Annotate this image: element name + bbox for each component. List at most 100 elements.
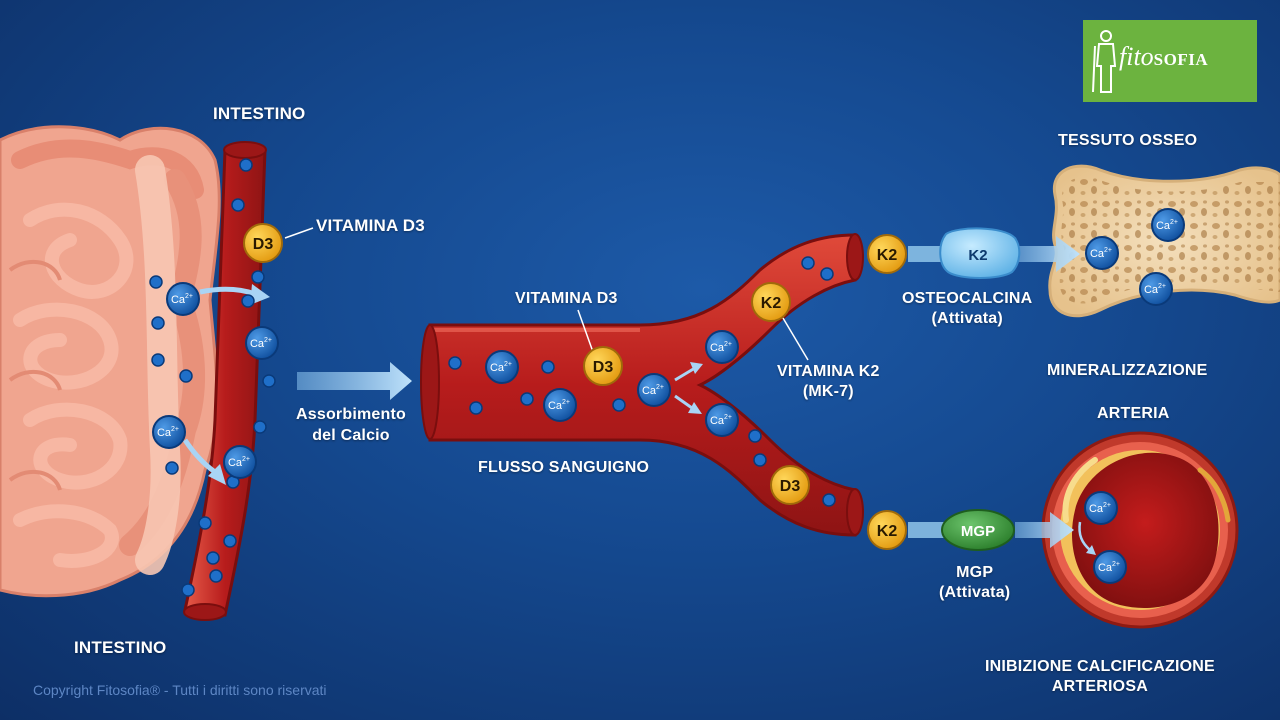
mgp-badge-label: MGP bbox=[961, 523, 995, 540]
calcium-ion-charge: 2+ bbox=[1170, 219, 1178, 226]
vitamin-d3-label: D3 bbox=[780, 478, 801, 495]
calcium-particle bbox=[541, 360, 555, 374]
calcium-particle bbox=[198, 516, 212, 530]
calcium-particle bbox=[206, 551, 220, 565]
calcium-ion-icon: Ca2+ bbox=[166, 282, 200, 316]
vitamin-k2-icon: K2 bbox=[867, 510, 907, 550]
label-mgp-line2: (Attivata) bbox=[939, 584, 1011, 601]
calcium-particle bbox=[165, 461, 179, 475]
calcium-ion-icon: Ca2+ bbox=[152, 415, 186, 449]
calcium-particle bbox=[209, 569, 223, 583]
calcium-ion-charge: 2+ bbox=[242, 456, 250, 463]
calcium-ion-charge: 2+ bbox=[724, 341, 732, 348]
calcium-particle bbox=[748, 429, 762, 443]
vitamin-d3-icon: D3 bbox=[243, 223, 283, 263]
calcium-particle bbox=[262, 374, 276, 388]
vitamin-d3-icon: D3 bbox=[583, 346, 623, 386]
label-mgp-line1: MGP bbox=[956, 564, 994, 581]
calcium-particle bbox=[253, 420, 267, 434]
label-osteocalcina-line1: OSTEOCALCINA bbox=[902, 290, 1033, 307]
label-vitamina-k2: VITAMINA K2 (MK-7) bbox=[777, 362, 880, 402]
fitosofia-logo: fitoSOFIA bbox=[1083, 20, 1257, 102]
calcium-ion-icon: Ca2+ bbox=[705, 330, 739, 364]
label-vitamina-d3-center: VITAMINA D3 bbox=[515, 290, 618, 307]
calcium-particle bbox=[820, 267, 834, 281]
vitamin-k2-label: K2 bbox=[877, 247, 898, 264]
calcium-ion-icon: Ca2+ bbox=[1093, 550, 1127, 584]
vitamin-d3-label: D3 bbox=[253, 236, 274, 253]
label-vitamina-k2-line2: (MK-7) bbox=[802, 383, 854, 400]
label-vitamina-d3-left: VITAMINA D3 bbox=[316, 216, 425, 235]
arrow-icon bbox=[199, 286, 256, 297]
label-osteocalcina: OSTEOCALCINA (Attivata) bbox=[902, 289, 1032, 329]
calcium-particle bbox=[520, 392, 534, 406]
fitosofia-wordmark: fitoSOFIA bbox=[1119, 42, 1208, 72]
label-mineralizzazione: MINERALIZZAZIONE bbox=[1047, 362, 1208, 379]
label-inibizione-line2: ARTERIOSA bbox=[1051, 678, 1148, 695]
calcium-particle bbox=[149, 275, 163, 289]
calcium-ion-icon: Ca2+ bbox=[245, 326, 279, 360]
label-mgp: MGP (Attivata) bbox=[939, 563, 1010, 603]
arrow-icon bbox=[182, 438, 217, 475]
arrow-icon bbox=[1015, 512, 1074, 548]
calcium-particles bbox=[149, 158, 836, 597]
calcium-particle bbox=[251, 270, 265, 284]
calcium-ion-icon: Ca2+ bbox=[1085, 236, 1119, 270]
calcium-particle bbox=[801, 256, 815, 270]
calcium-particle bbox=[241, 294, 255, 308]
logo-word-italic: fito bbox=[1119, 42, 1154, 71]
calcium-ions: Ca2+ Ca2+ Ca2+ Ca2+ Ca2+ Ca2+ Ca2+ Ca2+ Ca2+ Ca2+… bbox=[152, 208, 1185, 584]
calcium-ion-charge: 2+ bbox=[656, 384, 664, 391]
label-inibizione-line1: INIBIZIONE CALCIFICAZIONE bbox=[985, 658, 1215, 675]
calcium-ion-charge: 2+ bbox=[264, 337, 272, 344]
label-osteocalcina-line2: (Attivata) bbox=[931, 310, 1003, 327]
calcium-ion-charge: 2+ bbox=[1104, 247, 1112, 254]
calcium-particle bbox=[239, 158, 253, 172]
vitamin-d3-icon: D3 bbox=[770, 465, 810, 505]
calcium-particle bbox=[151, 353, 165, 367]
calcium-particle bbox=[822, 493, 836, 507]
fitosofia-logo-icon bbox=[1092, 30, 1117, 93]
vitamin-k2-icon: K2 bbox=[751, 282, 791, 322]
calcium-particle bbox=[448, 356, 462, 370]
calcium-particle bbox=[231, 198, 245, 212]
calcium-ion-icon: Ca2+ bbox=[485, 350, 519, 384]
calcium-ion-charge: 2+ bbox=[1158, 283, 1166, 290]
label-inibizione: INIBIZIONE CALCIFICAZIONE ARTERIOSA bbox=[985, 657, 1215, 697]
calcium-particle bbox=[753, 453, 767, 467]
label-intestino-bottom: INTESTINO bbox=[74, 638, 167, 657]
calcium-ion-charge: 2+ bbox=[185, 293, 193, 300]
calcium-ion-icon: Ca2+ bbox=[637, 373, 671, 407]
calcium-ion-charge: 2+ bbox=[504, 361, 512, 368]
calcium-particle bbox=[223, 534, 237, 548]
calcium-ion-charge: 2+ bbox=[562, 399, 570, 406]
label-assorbimento: Assorbimento del Calcio bbox=[296, 404, 406, 446]
mgp-protein-icon: MGP bbox=[941, 509, 1015, 551]
calcium-ion-icon: Ca2+ bbox=[705, 403, 739, 437]
copyright-notice: Copyright Fitosofia® - Tutti i diritti s… bbox=[33, 682, 327, 698]
osteocalcin-label: K2 bbox=[968, 247, 987, 264]
calcium-particle bbox=[181, 583, 195, 597]
arrows bbox=[182, 236, 1096, 555]
label-tessuto-osseo: TESSUTO OSSEO bbox=[1058, 132, 1198, 149]
calcium-ion-icon: Ca2+ bbox=[1084, 491, 1118, 525]
calcium-ion-charge: 2+ bbox=[1103, 502, 1111, 509]
label-assorbimento-line1: Assorbimento bbox=[296, 406, 406, 423]
osteocalcin-protein-icon: K2 bbox=[939, 227, 1021, 279]
label-arteria: ARTERIA bbox=[1097, 405, 1170, 422]
label-intestino-top: INTESTINO bbox=[213, 104, 306, 123]
intestine-illustration bbox=[0, 125, 221, 598]
label-vitamina-k2-line1: VITAMINA K2 bbox=[777, 363, 880, 380]
logo-word-bold: SOFIA bbox=[1153, 50, 1209, 69]
label-assorbimento-line2: del Calcio bbox=[312, 427, 390, 444]
calcium-particle bbox=[179, 369, 193, 383]
vitamin-d3-label: D3 bbox=[593, 359, 614, 376]
calcium-particle bbox=[151, 316, 165, 330]
arrow-icon bbox=[1015, 236, 1080, 272]
calcium-ion-charge: 2+ bbox=[1112, 561, 1120, 568]
vertical-blood-vessel bbox=[183, 141, 267, 621]
calcium-ion-icon: Ca2+ bbox=[223, 445, 257, 479]
calcium-particle bbox=[612, 398, 626, 412]
